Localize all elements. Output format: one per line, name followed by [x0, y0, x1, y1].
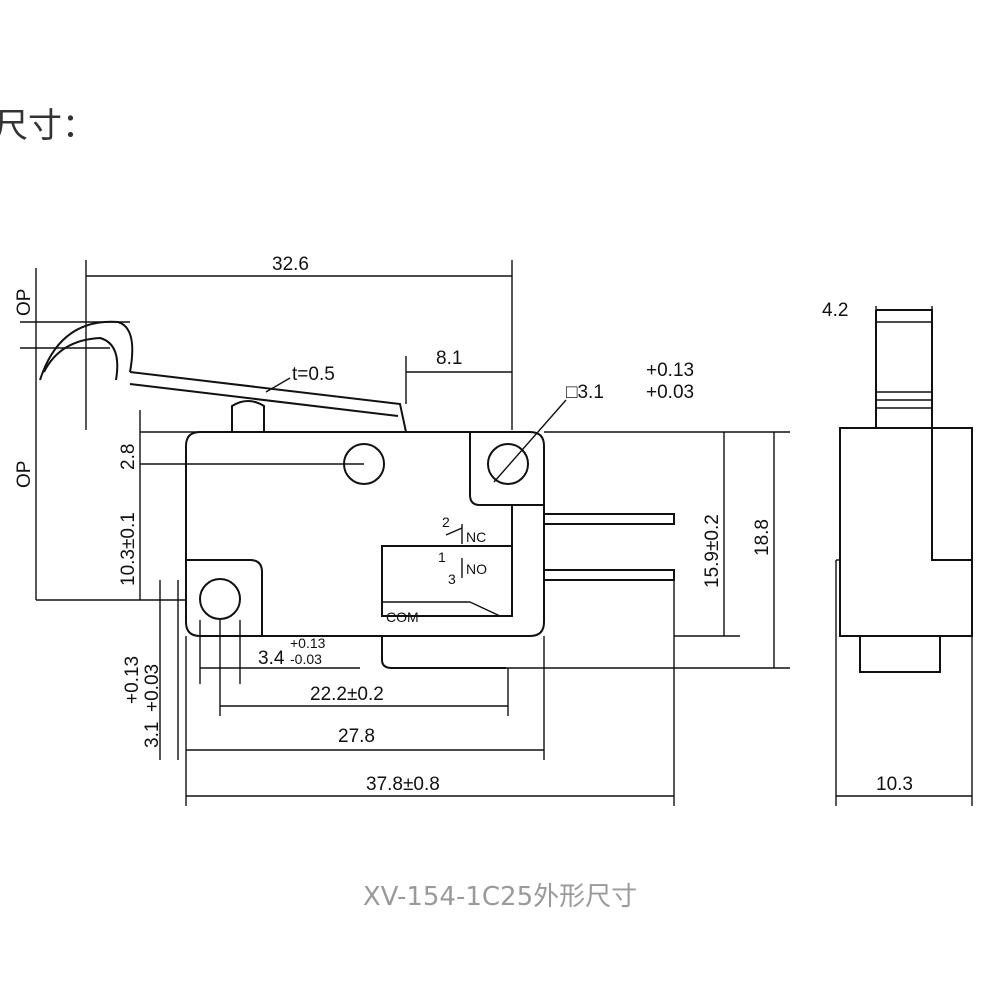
dim-10-3: 10.3±0.1 [118, 512, 139, 586]
pin-3-label: 3 [448, 571, 456, 587]
side-body [839, 427, 973, 637]
lever-arm-lower [129, 383, 399, 417]
dim-8-1: 8.1 [436, 348, 462, 369]
page-heading: 尺寸： [0, 106, 96, 146]
dim-op-top: OP [14, 289, 35, 316]
dim-37-8: 37.8±0.8 [366, 774, 440, 795]
dim-hole-edge-tol-lower: -0.03 [290, 651, 322, 667]
dim-32-6: 32.6 [272, 254, 309, 275]
drawing-caption: XV-154-1C25外形尺寸 [362, 882, 638, 912]
dim-side-4-2: 4.2 [822, 300, 848, 321]
dim-left-hole-tol-upper: +0.13 [122, 656, 143, 704]
dim-hole-edge: 3.4 [258, 648, 285, 669]
com-bevel [469, 601, 501, 617]
front-view: 2 NC 1 3 NO COM [39, 320, 675, 669]
no-label: NO [466, 561, 487, 577]
dim-27-8: 27.8 [338, 726, 375, 747]
plunger [231, 400, 265, 432]
terminal-nc-pin [543, 513, 675, 525]
com-label: COM [386, 609, 419, 625]
left-mount-boss [186, 559, 263, 636]
dim-hole-edge-tol-upper: +0.13 [290, 635, 326, 651]
dim-op-main: OP [14, 461, 35, 488]
mount-hole-left [199, 578, 241, 620]
dim-22-2: 22.2±0.2 [310, 684, 384, 705]
dimension-lines: 32.6 OP OP t=0.5 8.1 □3.1 +0.13 +0.03 2.… [14, 254, 790, 806]
dim-2-8: 2.8 [118, 444, 139, 470]
dim-mount-hole-square: □3.1 [566, 382, 604, 403]
dim-mount-hole-tol-lower: +0.03 [646, 382, 694, 403]
lever-roller-inner [43, 336, 119, 381]
pin-1-label: 1 [438, 549, 446, 565]
lever-arm [129, 371, 407, 433]
dim-18-8: 18.8 [752, 519, 773, 556]
dim-15-9: 15.9±0.2 [702, 514, 723, 588]
side-plunger [875, 309, 933, 428]
mount-hole-right [487, 443, 529, 485]
switch-body-outline [185, 431, 545, 637]
side-terminal [859, 636, 941, 673]
pin-2-label: 2 [442, 514, 450, 530]
side-step [931, 428, 972, 561]
dim-thickness: t=0.5 [292, 364, 335, 385]
bottom-terminal [381, 636, 506, 669]
dim-left-hole-tol-lower: +0.03 [142, 664, 163, 712]
mount-boss [469, 432, 544, 506]
side-view: 10.3 4.2 [822, 300, 973, 806]
terminal-block [381, 545, 513, 617]
dim-mount-hole-tol-upper: +0.13 [646, 360, 694, 381]
switch-contact [445, 527, 463, 536]
dim-left-hole: 3.1 [142, 722, 163, 748]
terminal-no-pin [543, 569, 675, 581]
nc-label: NC [466, 529, 486, 545]
dim-side-10-3: 10.3 [876, 774, 913, 795]
